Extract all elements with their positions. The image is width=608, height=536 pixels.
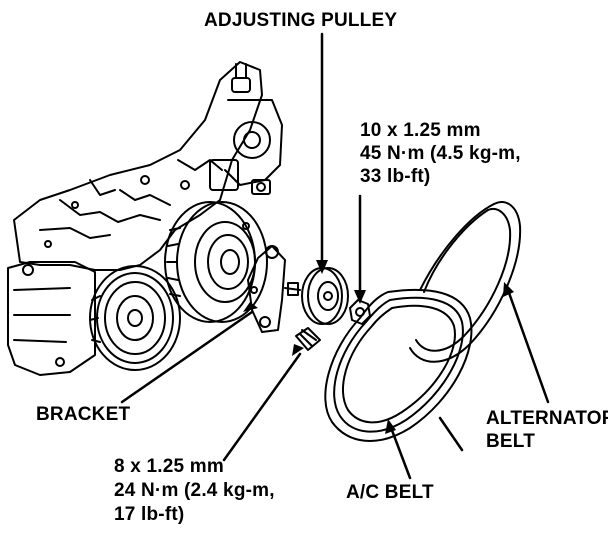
alternator-belt-label-line2: BELT [486,431,535,452]
ac-belt [324,288,473,442]
adjusting-pulley [301,267,349,325]
bracket [247,245,301,333]
ac-belt-label: A/C BELT [346,482,434,503]
leader-arrowheads [243,260,514,434]
bracket-bolt [295,327,321,351]
ac-compressor [7,261,181,376]
nut-spec-size: 10 x 1.25 mm [360,120,481,141]
nut-spec-torque: 45 N·m (4.5 kg-m, [360,143,521,164]
crankshaft-pulley [164,201,268,323]
bolt-spec-torque: 24 N·m (2.4 kg-m, [114,480,275,501]
adjusting-pulley-label: ADJUSTING PULLEY [204,10,398,31]
bolt-spec-torque-lbft: 17 lb-ft) [114,504,185,525]
nut-spec-torque-lbft: 33 lb-ft) [360,166,431,187]
bracket-label: BRACKET [36,404,131,425]
alternator-belt-label-line1: ALTERNATOR [486,408,608,429]
leader-lines [120,32,550,480]
bolt-spec-size: 8 x 1.25 mm [114,456,224,477]
engine-block [13,61,283,271]
alternator-belt [409,201,522,363]
